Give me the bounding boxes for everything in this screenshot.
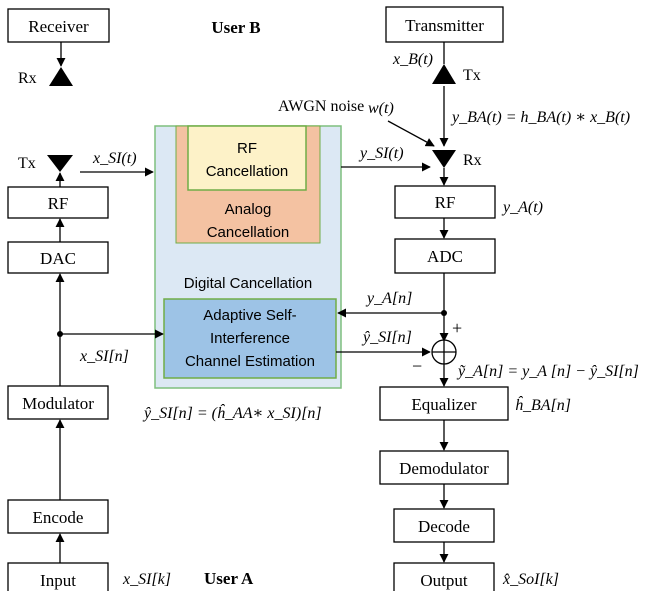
rx-antenna-right [432, 150, 456, 168]
digital-cancellation-label: Digital Cancellation [184, 275, 312, 292]
ya-n-label: y_A[n] [365, 290, 412, 307]
ysi-t-label: y_SI(t) [358, 145, 404, 162]
w-label: w(t) [368, 100, 394, 117]
output-label: Output [420, 571, 468, 590]
adaptive-estimation-block [163, 298, 337, 379]
tx-label-left: Tx [18, 155, 36, 172]
input-label: Input [40, 571, 76, 590]
encode-label: Encode [33, 508, 84, 527]
adc-label: ADC [427, 247, 463, 266]
yhat-si-equation: ŷ_SI[n] = (ĥ_AA∗ x_SI)[n] [142, 403, 322, 422]
xsi-n-label: x_SI[n] [79, 348, 129, 365]
analog-cancellation-label-2: Cancellation [207, 224, 290, 241]
rx-label-top: Rx [18, 70, 37, 87]
decode-label: Decode [418, 517, 470, 536]
equalizer-block [379, 386, 509, 421]
tx-antenna-left [47, 155, 73, 172]
modulator-label: Modulator [22, 394, 94, 413]
awgn-label: AWGN noise [278, 98, 364, 115]
equalizer-label: Equalizer [411, 395, 476, 414]
demodulator-label: Demodulator [399, 459, 489, 478]
noise-arrow [387, 120, 435, 147]
receiver-block [7, 8, 110, 43]
dac-label: DAC [40, 249, 76, 268]
adc-block [394, 238, 496, 274]
rf-left-block [7, 186, 109, 219]
xsi-k-label: x_SI[k] [122, 571, 171, 588]
yhat-si-n-label: ŷ_SI[n] [361, 329, 412, 346]
adaptive-label-1: Adaptive Self- [203, 307, 296, 324]
demodulator-block [379, 450, 509, 485]
rf-left-label: RF [48, 194, 69, 213]
encode-block [7, 499, 109, 534]
tx-antenna-top [432, 64, 456, 84]
input-block [7, 562, 109, 591]
rx-antenna-top [49, 67, 73, 86]
analog-cancellation-label-1: Analog [225, 201, 272, 218]
ytilde-equation: ỹ_A[n] = y_A [n] − ŷ_SI[n] [456, 363, 639, 380]
yba-equation: y_BA(t) = h_BA(t) ∗ x_B(t) [450, 109, 630, 126]
rf-cancellation-block [187, 125, 307, 191]
minus-sign: − [412, 356, 422, 376]
ya-t-label: y_A(t) [501, 199, 543, 216]
rf-right-label: RF [435, 193, 456, 212]
tx-label-top: Tx [463, 67, 481, 84]
rf-right-block [394, 185, 496, 219]
dac-block [7, 241, 109, 274]
rf-cancellation-label-2: Cancellation [206, 163, 289, 180]
transmitter-label: Transmitter [405, 16, 484, 35]
rf-cancellation-label-1: RF [237, 140, 257, 157]
user-b-label: User B [211, 18, 260, 37]
transmitter-block [385, 6, 504, 43]
receiver-label: Receiver [28, 17, 89, 36]
xsi-t-label: x_SI(t) [92, 150, 137, 167]
hba-label: ĥ_BA[n] [515, 395, 571, 414]
modulator-block [7, 385, 109, 420]
plus-sign: + [452, 318, 462, 338]
xb-label: x_B(t) [392, 51, 433, 68]
xsoi-k-label: x̂_SoI[k] [502, 571, 559, 588]
adaptive-label-3: Channel Estimation [185, 353, 315, 370]
user-a-label: User A [204, 569, 254, 588]
rx-label-right: Rx [463, 152, 482, 169]
adaptive-label-2: Interference [210, 330, 290, 347]
output-block [393, 562, 495, 591]
